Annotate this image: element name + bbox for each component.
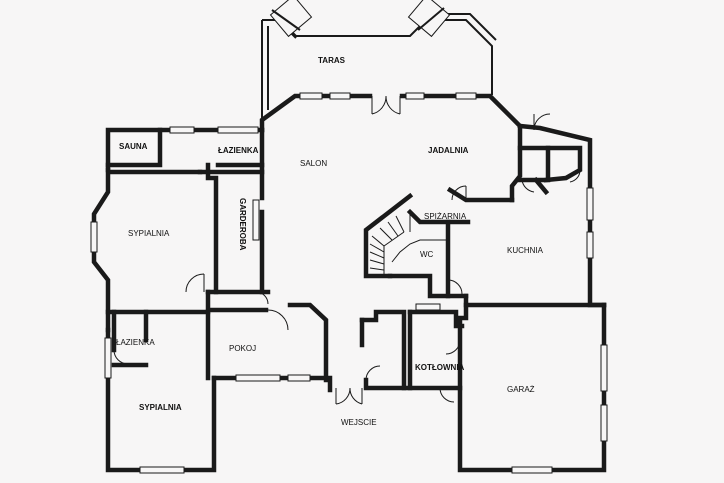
terrace-outline [261, 0, 497, 120]
room-label-spizarnia: SPIŻARNIA [424, 212, 467, 221]
room-label-jadalnia: JADALNIA [428, 146, 469, 155]
terrace-corner-right [407, 0, 451, 38]
doors [113, 95, 581, 405]
windows [90, 92, 608, 474]
room-label-garaz: GARAŻ [507, 385, 535, 394]
room-label-sypialnia-lower: SYPIALNIA [139, 403, 182, 412]
room-label-sypialnia-upper: SYPIALNIA [128, 229, 170, 238]
exterior-walls [91, 93, 607, 473]
room-label-kuchnia: KUCHNIA [507, 246, 544, 255]
room-label-taras: TARAS [318, 56, 346, 65]
room-label-lazienka-lower: ŁAZIENKA [116, 338, 155, 347]
room-label-kotlownia: KOTŁOWNIA [415, 363, 465, 372]
room-label-wejscie: WEJSCIE [341, 418, 377, 427]
room-label-salon: SALON [300, 159, 327, 168]
room-label-garderoba: GARDEROBA [238, 198, 247, 251]
room-label-wc: WC [420, 250, 434, 259]
room-label-pokoj: POKOJ [229, 344, 256, 353]
room-label-sauna: SAUNA [119, 142, 148, 151]
room-labels: TARAS SAUNA ŁAZIENKA SALON JADALNIA GARD… [116, 56, 544, 427]
room-label-lazienka-upper: ŁAZIENKA [218, 146, 259, 155]
interior-walls [105, 127, 607, 391]
terrace-corner-left [269, 0, 313, 38]
staircase [369, 212, 448, 276]
